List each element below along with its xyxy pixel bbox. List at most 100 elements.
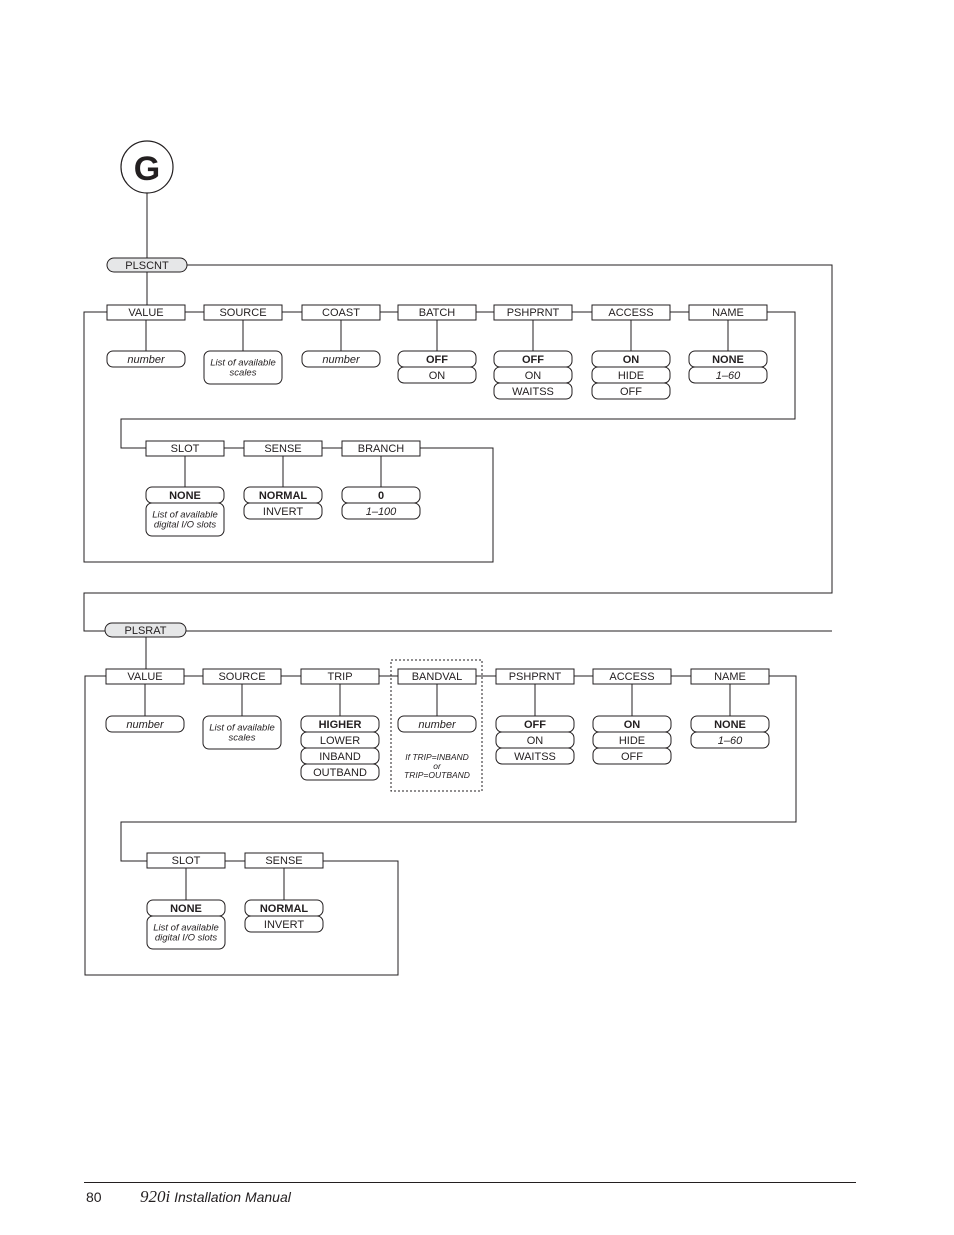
plsrat-trip-label: TRIP <box>327 671 352 683</box>
plsrat-slot-option-1-text: digital I/O slots <box>155 933 218 944</box>
plscnt-slot-label: SLOT <box>171 443 200 455</box>
plsrat-slot-option-1-text: List of available <box>153 923 218 934</box>
plscnt-name-option-1-text: 1–60 <box>716 370 741 382</box>
plscnt-sense-label: SENSE <box>264 443 301 455</box>
plsrat-wrap-line <box>120 675 797 862</box>
plsrat-access-option-0-text: ON <box>624 719 641 731</box>
plsrat-slot-box <box>146 852 226 869</box>
plscnt-pshprnt-option-1-text: ON <box>525 370 542 382</box>
plsrat-sense-box <box>244 852 324 869</box>
plscnt-value-option-0 <box>106 350 186 368</box>
plscnt-slot-option-1-text: digital I/O slots <box>154 520 217 531</box>
plsrat-sense-option-1 <box>244 915 324 933</box>
plsrat-pshprnt-box <box>495 668 575 685</box>
plscnt-branch-option-0-text: 0 <box>378 490 384 502</box>
model-name: 920i <box>140 1187 171 1206</box>
plsrat-name-option-1 <box>690 731 770 749</box>
bandval-condition-note: TRIP=OUTBAND <box>404 770 470 780</box>
plsrat-trip-option-2-text: INBAND <box>319 751 361 763</box>
plscnt-slot-option-1 <box>145 502 225 537</box>
plscnt-access-option-2-text: OFF <box>620 386 642 398</box>
plscnt-branch-box <box>341 440 421 457</box>
plsrat-sense-option-1-text: INVERT <box>264 919 304 931</box>
plscnt-header-label: PLSCNT <box>125 260 169 272</box>
plsrat-slot-label: SLOT <box>172 855 201 867</box>
plsrat-access-label: ACCESS <box>609 671 654 683</box>
plsrat-pshprnt-option-0-text: OFF <box>524 719 546 731</box>
plsrat-value-option-0-text: number <box>126 719 165 731</box>
plsrat-slot-option-0-text: NONE <box>170 903 202 915</box>
bandval-condition-note: or <box>433 761 442 771</box>
plsrat-access-option-2-text: OFF <box>621 751 643 763</box>
plsrat-trip-option-0-text: HIGHER <box>319 719 362 731</box>
bandval-condition-note: If TRIP=INBAND <box>405 752 469 762</box>
plsrat-name-option-1-text: 1–60 <box>718 735 743 747</box>
plscnt-value-box <box>106 304 186 321</box>
plsrat-trip-option-3-text: OUTBAND <box>313 767 367 779</box>
plscnt-name-option-0-text: NONE <box>712 354 744 366</box>
plsrat-source-label: SOURCE <box>218 671 265 683</box>
plsrat-source-box <box>202 668 282 685</box>
plscnt-slot-box <box>145 440 225 457</box>
plsrat-sense-option-0-text: NORMAL <box>260 903 309 915</box>
plscnt-batch-label: BATCH <box>419 307 456 319</box>
plsrat-name-label: NAME <box>714 671 746 683</box>
plscnt-slot-option-0-text: NONE <box>169 490 201 502</box>
plsrat-pshprnt-option-1-text: ON <box>527 735 544 747</box>
plsrat-slot-option-1 <box>146 915 226 950</box>
plscnt-access-option-0-text: ON <box>623 354 640 366</box>
plsrat-value-label: VALUE <box>127 671 162 683</box>
plscnt-access-option-2 <box>591 382 671 400</box>
plscnt-access-label: ACCESS <box>608 307 653 319</box>
plscnt-batch-option-1 <box>397 366 477 384</box>
plscnt-return-line <box>83 264 833 632</box>
plsrat-source-option-0-text: List of available <box>209 723 274 734</box>
plscnt-access-box <box>591 304 671 321</box>
plsrat-trip-box <box>300 668 380 685</box>
plscnt-batch-option-1-text: ON <box>429 370 446 382</box>
plscnt-source-option-0 <box>203 350 283 385</box>
plscnt-sense-option-1 <box>243 502 323 520</box>
plscnt-pshprnt-option-2 <box>493 382 573 400</box>
plsrat-value-box <box>105 668 185 685</box>
plsrat-trip-option-1-text: LOWER <box>320 735 360 747</box>
plscnt-coast-label: COAST <box>322 307 360 319</box>
plscnt-value-option-0-text: number <box>127 354 166 366</box>
page-footer: 80 920i Installation Manual <box>84 1182 856 1222</box>
plsrat-access-option-1-text: HIDE <box>619 735 645 747</box>
plscnt-pshprnt-box <box>493 304 573 321</box>
plsrat-bandval-box <box>397 668 477 685</box>
plsrat-frame-left <box>84 675 399 976</box>
plscnt-coast-option-0 <box>301 350 381 368</box>
plscnt-pshprnt-option-0-text: OFF <box>522 354 544 366</box>
plscnt-branch-option-1 <box>341 502 421 520</box>
plscnt-source-label: SOURCE <box>219 307 266 319</box>
plscnt-sense-box <box>243 440 323 457</box>
plscnt-frame-left <box>83 311 494 563</box>
plscnt-source-option-0-text: scales <box>230 368 257 379</box>
plsrat-bandval-label: BANDVAL <box>412 671 463 683</box>
plscnt-access-option-1-text: HIDE <box>618 370 644 382</box>
footer-rule <box>84 1182 856 1183</box>
plsrat-header-label: PLSRAT <box>125 625 167 637</box>
plsrat-value-option-0 <box>105 715 185 733</box>
plsrat-pshprnt-label: PSHPRNT <box>509 671 562 683</box>
plsrat-source-option-0-text: scales <box>229 733 256 744</box>
page-number: 80 <box>86 1189 102 1205</box>
plsrat-bandval-option-0-text: number <box>418 719 457 731</box>
plscnt-sense-option-1-text: INVERT <box>263 506 303 518</box>
plscnt-pshprnt-label: PSHPRNT <box>507 307 560 319</box>
plsrat-pshprnt-option-2-text: WAITSS <box>514 751 556 763</box>
plsrat-trip-option-3 <box>300 763 380 781</box>
plsrat-pshprnt-option-2 <box>495 747 575 765</box>
plscnt-name-label: NAME <box>712 307 744 319</box>
plscnt-wrap-line <box>120 311 796 449</box>
plscnt-slot-option-1-text: List of available <box>152 510 217 521</box>
plscnt-sense-option-0-text: NORMAL <box>259 490 308 502</box>
plscnt-branch-label: BRANCH <box>358 443 405 455</box>
plsrat-name-option-0-text: NONE <box>714 719 746 731</box>
plscnt-coast-box <box>301 304 381 321</box>
plsrat-bandval-option-0 <box>397 715 477 733</box>
bandval-condition-frame <box>390 659 483 792</box>
